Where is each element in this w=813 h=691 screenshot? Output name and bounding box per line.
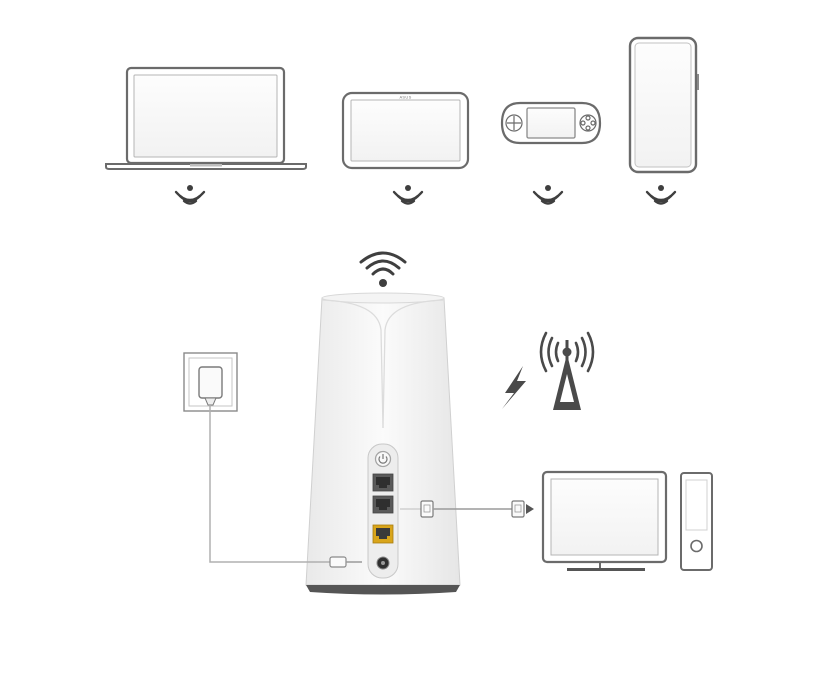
lan-port-1[interactable] [372, 473, 394, 492]
dc-plug-icon [329, 556, 362, 568]
dc-power-jack[interactable] [376, 556, 390, 570]
pc-tower-icon [680, 472, 713, 571]
power-button[interactable] [374, 450, 392, 468]
smartphone-icon [628, 36, 699, 174]
desktop-monitor-icon [541, 470, 668, 571]
action-buttons-icon [579, 114, 597, 132]
power-adapter-icon [198, 366, 223, 406]
cell-tower-icon [539, 331, 595, 410]
wan-port[interactable] [372, 524, 394, 544]
laptop-icon [105, 66, 307, 170]
lightning-icon [502, 366, 526, 409]
wifi-signal-console-icon [532, 185, 564, 205]
wifi-signal-phone-icon [645, 185, 677, 205]
power-cable [209, 405, 330, 563]
router-icon [305, 292, 461, 595]
router-wifi-icon [359, 251, 407, 287]
wifi-signal-laptop-icon [174, 185, 206, 205]
lan-port-2[interactable] [372, 495, 394, 514]
tablet-icon: ASUS [341, 91, 470, 170]
game-console-icon [500, 101, 602, 145]
dpad-icon [505, 114, 523, 132]
wifi-signal-tablet-icon [392, 185, 424, 205]
ethernet-plug-pc-icon [511, 500, 534, 518]
tablet-brand-label: ASUS [399, 95, 411, 100]
